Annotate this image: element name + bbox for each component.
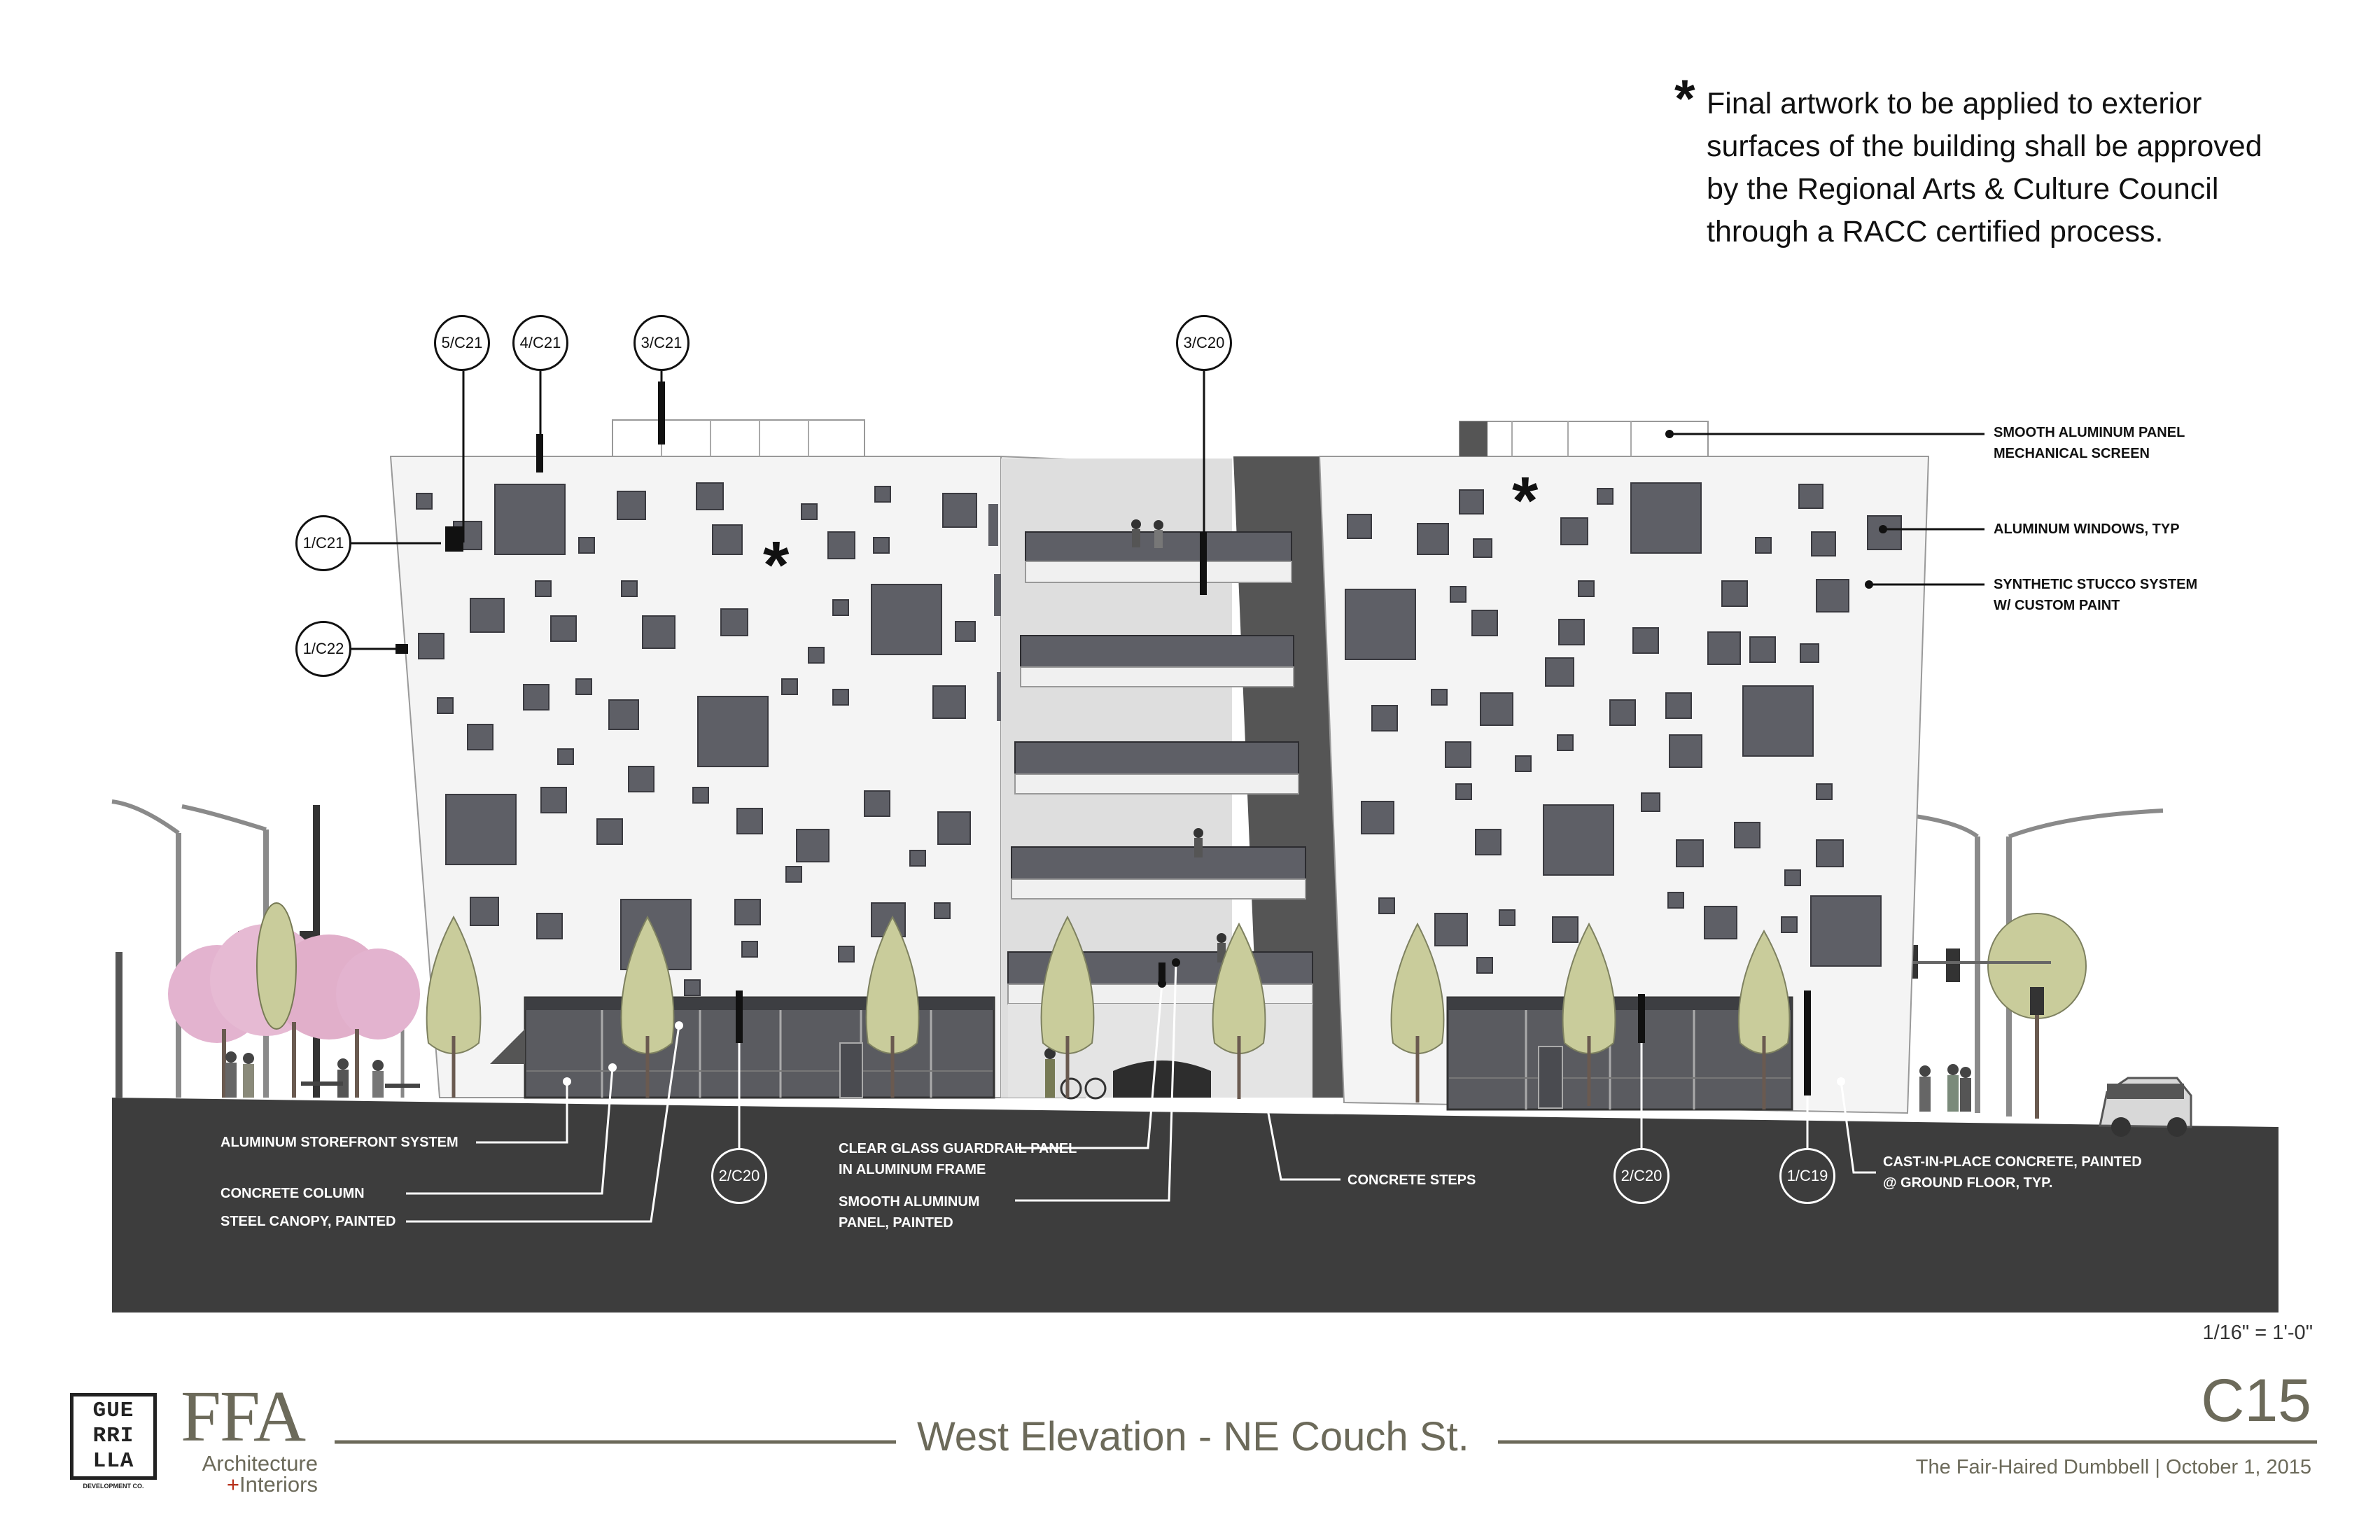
label-stucco-2: W/ CUSTOM PAINT: [1994, 598, 2120, 613]
detail-tag-3-c21: 3/C21: [634, 315, 690, 371]
ffa-interiors-line: +Interiors: [181, 1474, 328, 1495]
ffa-architecture: Architecture: [202, 1451, 318, 1476]
artwork-approval-note: * Final artwork to be applied to exterio…: [1674, 73, 2337, 253]
project-line: The Fair-Haired Dumbbell | October 1, 20…: [1915, 1456, 2311, 1478]
label-steel-canopy: STEEL CANOPY, PAINTED: [220, 1214, 396, 1229]
detail-tag-1-c21: 1/C21: [295, 515, 351, 571]
label-mech-screen-1: SMOOTH ALUMINUM PANEL: [1994, 425, 2185, 440]
facade-asterisk-right: *: [1512, 463, 1539, 538]
leader-dots: [563, 430, 1887, 1110]
facade-asterisk-left: *: [763, 528, 790, 603]
sheet-title: West Elevation - NE Couch St.: [917, 1414, 1469, 1460]
detail-tag-1-c22: 1/C22: [295, 621, 351, 677]
detail-tag-3-c20: 3/C20: [1176, 315, 1232, 371]
detail-tag-2-c20-left: 2/C20: [711, 1148, 767, 1204]
ffa-logo: FFA Architecture +Interiors: [181, 1376, 328, 1496]
note-line-3: by the Regional Arts & Culture Council: [1707, 172, 2219, 206]
guerrilla-subtitle: DEVELOPMENT CO.: [83, 1483, 144, 1490]
guerrilla-logo: GUE RRI LLA DEVELOPMENT CO.: [70, 1393, 157, 1490]
tick-bars: [396, 382, 1811, 1096]
drawing-scale: 1/16" = 1'-0": [2202, 1322, 2313, 1344]
guerrilla-row-1: GUE: [92, 1399, 134, 1423]
detail-tag-2-c20-right: 2/C20: [1614, 1148, 1670, 1204]
leader-lines-base: [406, 962, 1876, 1223]
label-alum-panel-2: PANEL, PAINTED: [839, 1215, 953, 1231]
label-cast-concrete-2: @ GROUND FLOOR, TYP.: [1883, 1175, 2053, 1191]
label-storefront: ALUMINUM STOREFRONT SYSTEM: [220, 1135, 458, 1150]
sheet-number: C15: [2201, 1367, 2311, 1434]
note-line-1: Final artwork to be applied to exterior: [1707, 87, 2202, 120]
detail-tag-4-c21: 4/C21: [512, 315, 568, 371]
blossom-trees: [168, 902, 420, 1098]
guerrilla-row-2: RRI: [92, 1424, 134, 1448]
tree-trunks: [451, 1036, 1766, 1110]
sidewalk-people-left: [225, 1051, 420, 1098]
detail-tag-5-c21: 5/C21: [434, 315, 490, 371]
ground-plane: [112, 1098, 2278, 1312]
guerrilla-row-3: LLA: [92, 1449, 134, 1474]
label-mech-screen-2: MECHANICAL SCREEN: [1994, 446, 2150, 461]
note-line-4: through a RACC certified process.: [1707, 215, 2164, 248]
label-concrete-steps: CONCRETE STEPS: [1348, 1172, 1476, 1188]
ffa-plus: +: [226, 1472, 240, 1497]
label-concrete-column: CONCRETE COLUMN: [220, 1186, 365, 1201]
detail-tag-1-c19: 1/C19: [1779, 1148, 1835, 1204]
ffa-interiors: Interiors: [239, 1472, 318, 1497]
label-guardrail-1: CLEAR GLASS GUARDRAIL PANEL: [839, 1141, 1077, 1156]
note-asterisk: *: [1674, 69, 1695, 129]
label-cast-concrete-1: CAST-IN-PLACE CONCRETE, PAINTED: [1883, 1154, 2142, 1170]
right-streetscape: [1875, 808, 2192, 1137]
label-guardrail-2: IN ALUMINUM FRAME: [839, 1162, 986, 1177]
label-alum-panel-1: SMOOTH ALUMINUM: [839, 1194, 980, 1210]
ffa-wordmark: FFA: [181, 1376, 306, 1457]
right-building: [1318, 421, 1930, 1114]
label-aluminum-windows: ALUMINUM WINDOWS, TYP: [1994, 522, 2180, 537]
note-line-2: surfaces of the building shall be approv…: [1707, 130, 2262, 163]
label-stucco-1: SYNTHETIC STUCCO SYSTEM: [1994, 577, 2198, 592]
